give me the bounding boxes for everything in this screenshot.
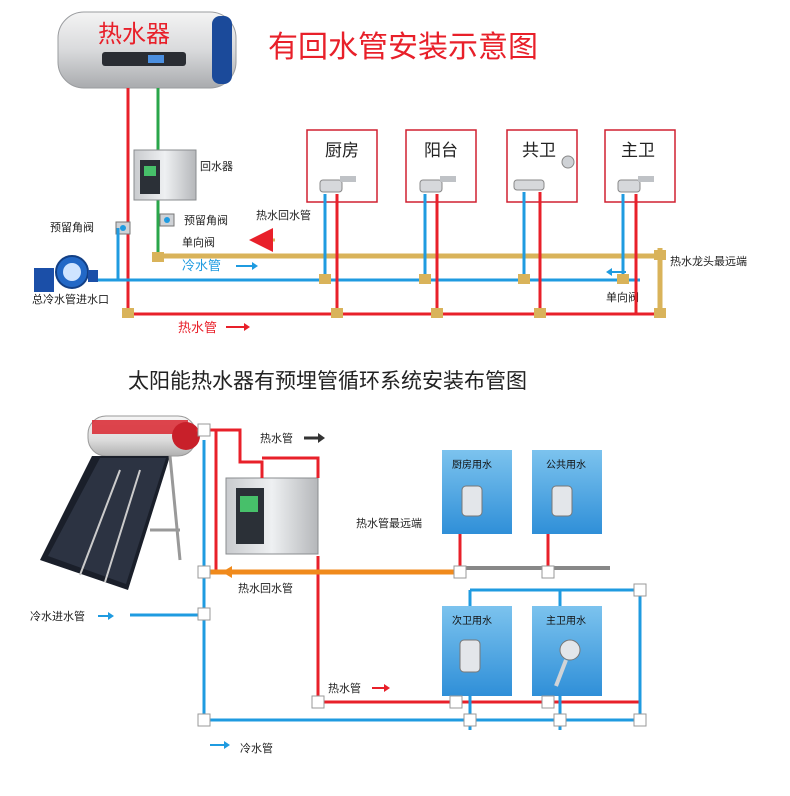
bottom-title: 太阳能热水器有预埋管循环系统安装布管图	[128, 369, 527, 393]
heater-label: 热水器	[98, 20, 170, 48]
angle-valve-right	[159, 213, 175, 227]
room-balcony: 阳台	[405, 129, 477, 203]
water-heater: 热水器	[57, 11, 237, 89]
pipe-fittings-bottom	[197, 423, 647, 727]
solar-water-heater	[40, 415, 200, 590]
room-label-public-bath: 共卫	[522, 141, 556, 161]
pipe-fittings-top	[122, 250, 666, 318]
pump-label: 回水器	[200, 160, 233, 173]
angle-valve-left	[115, 221, 131, 235]
hot-pipe-label-bottom: 热水管	[260, 431, 293, 445]
cold-in-label: 冷水进水管	[30, 609, 85, 623]
room-public-water: 公共用水	[532, 450, 602, 534]
recirculation-pump: 回水器	[133, 149, 233, 201]
inlet-label: 总冷水管进水口	[32, 292, 109, 306]
return-pipe-label: 热水回水管	[256, 208, 311, 222]
far-end-label: 热水龙头最远端	[670, 255, 747, 268]
check-valve-label: 单向阀	[182, 235, 215, 249]
cold-pipe-label: 冷水管	[182, 259, 221, 274]
hot-pipe-label-bottom-2: 热水管	[328, 681, 361, 695]
room-label-balcony: 阳台	[424, 141, 458, 161]
room-label-master-bath-water: 主卫用水	[546, 615, 586, 627]
water-meter	[34, 255, 98, 292]
top-title: 有回水管安装示意图	[268, 30, 538, 65]
room-kitchen-water: 厨房用水	[442, 450, 512, 534]
room-public-bath: 共卫	[506, 129, 578, 203]
room-label-kitchen-water: 厨房用水	[452, 458, 492, 471]
room-label-kitchen: 厨房	[325, 141, 359, 161]
return-pipe-label-bottom: 热水回水管	[238, 581, 293, 595]
cold-pipe-label-bottom: 冷水管	[240, 741, 273, 755]
valve-label-right: 预留角阀	[184, 213, 228, 227]
room-label-master-bath: 主卫	[621, 141, 655, 161]
room-label-public-water: 公共用水	[546, 459, 586, 471]
recirculation-pump-bottom	[225, 477, 319, 555]
check-valve-label-2: 单向阀	[606, 290, 639, 304]
room-kitchen: 厨房	[306, 129, 378, 203]
valve-label-left: 预留角阀	[50, 220, 94, 234]
room-master-bath: 主卫	[604, 129, 676, 203]
hot-pipe-label: 热水管	[178, 321, 217, 336]
room-label-second-bath-water: 次卫用水	[452, 614, 492, 627]
far-end-label-bottom: 热水管最远端	[356, 516, 422, 530]
room-master-bath-water: 主卫用水	[532, 606, 602, 696]
room-second-bath-water: 次卫用水	[442, 606, 512, 696]
